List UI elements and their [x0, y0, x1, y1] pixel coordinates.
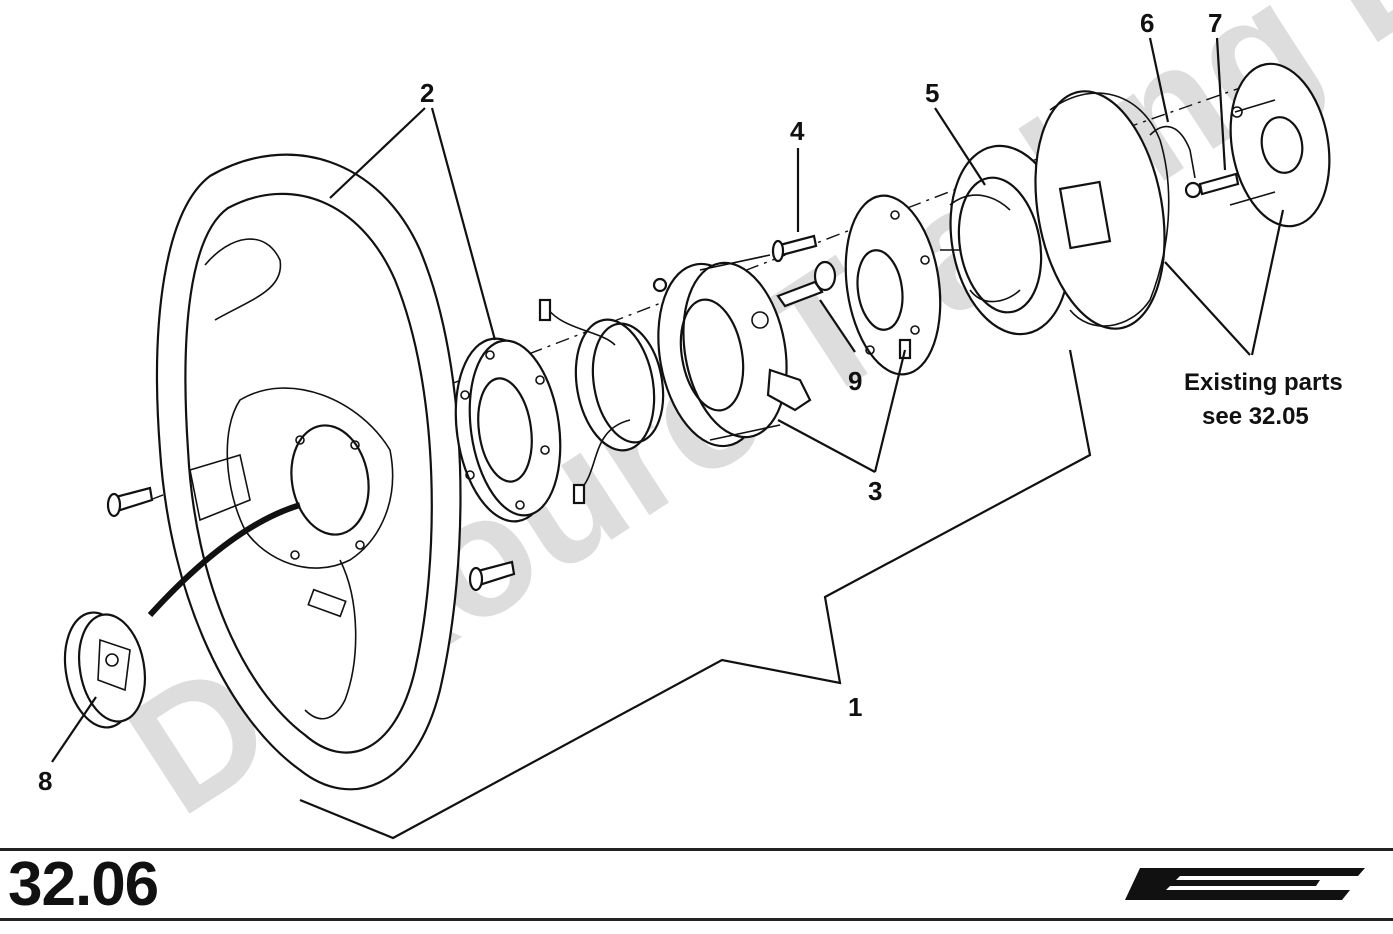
- boss-adaptor: [652, 254, 812, 448]
- horn-wire: [147, 502, 301, 618]
- callout-3: 3: [868, 476, 882, 506]
- screw-lower-icon: [468, 560, 516, 592]
- screw-left-icon: [106, 486, 154, 518]
- column-boss: [1034, 90, 1196, 330]
- callout-7: 7: [1208, 8, 1222, 38]
- footer-divider-top: [0, 848, 1393, 851]
- screw-4-icon: [771, 234, 818, 263]
- existing-parts-label: Existing parts: [1184, 369, 1343, 396]
- key-icon: [776, 260, 837, 308]
- footer-divider-bottom: [0, 918, 1393, 921]
- horn-button: [63, 611, 146, 729]
- leader-lines: [51, 37, 1285, 840]
- hub-plate: [454, 337, 562, 523]
- existing-parts-reference: see 32.05: [1202, 403, 1309, 430]
- column-plate: [1229, 62, 1331, 228]
- callout-6: 6: [1140, 8, 1154, 38]
- page-number: 32.06: [8, 850, 159, 919]
- callout-5: 5: [925, 78, 939, 108]
- contact-ring: [538, 298, 665, 505]
- steering-wheel: [155, 153, 462, 791]
- screw-7-icon: [1184, 172, 1240, 199]
- callout-2: 2: [420, 78, 434, 108]
- exige-logo: [1125, 868, 1365, 900]
- callout-1: 1: [848, 692, 862, 722]
- flange-plate: [844, 194, 942, 376]
- wheel-badge: [307, 588, 347, 618]
- callout-4: 4: [790, 116, 805, 146]
- callout-9: 9: [848, 366, 862, 396]
- callout-8: 8: [38, 766, 52, 796]
